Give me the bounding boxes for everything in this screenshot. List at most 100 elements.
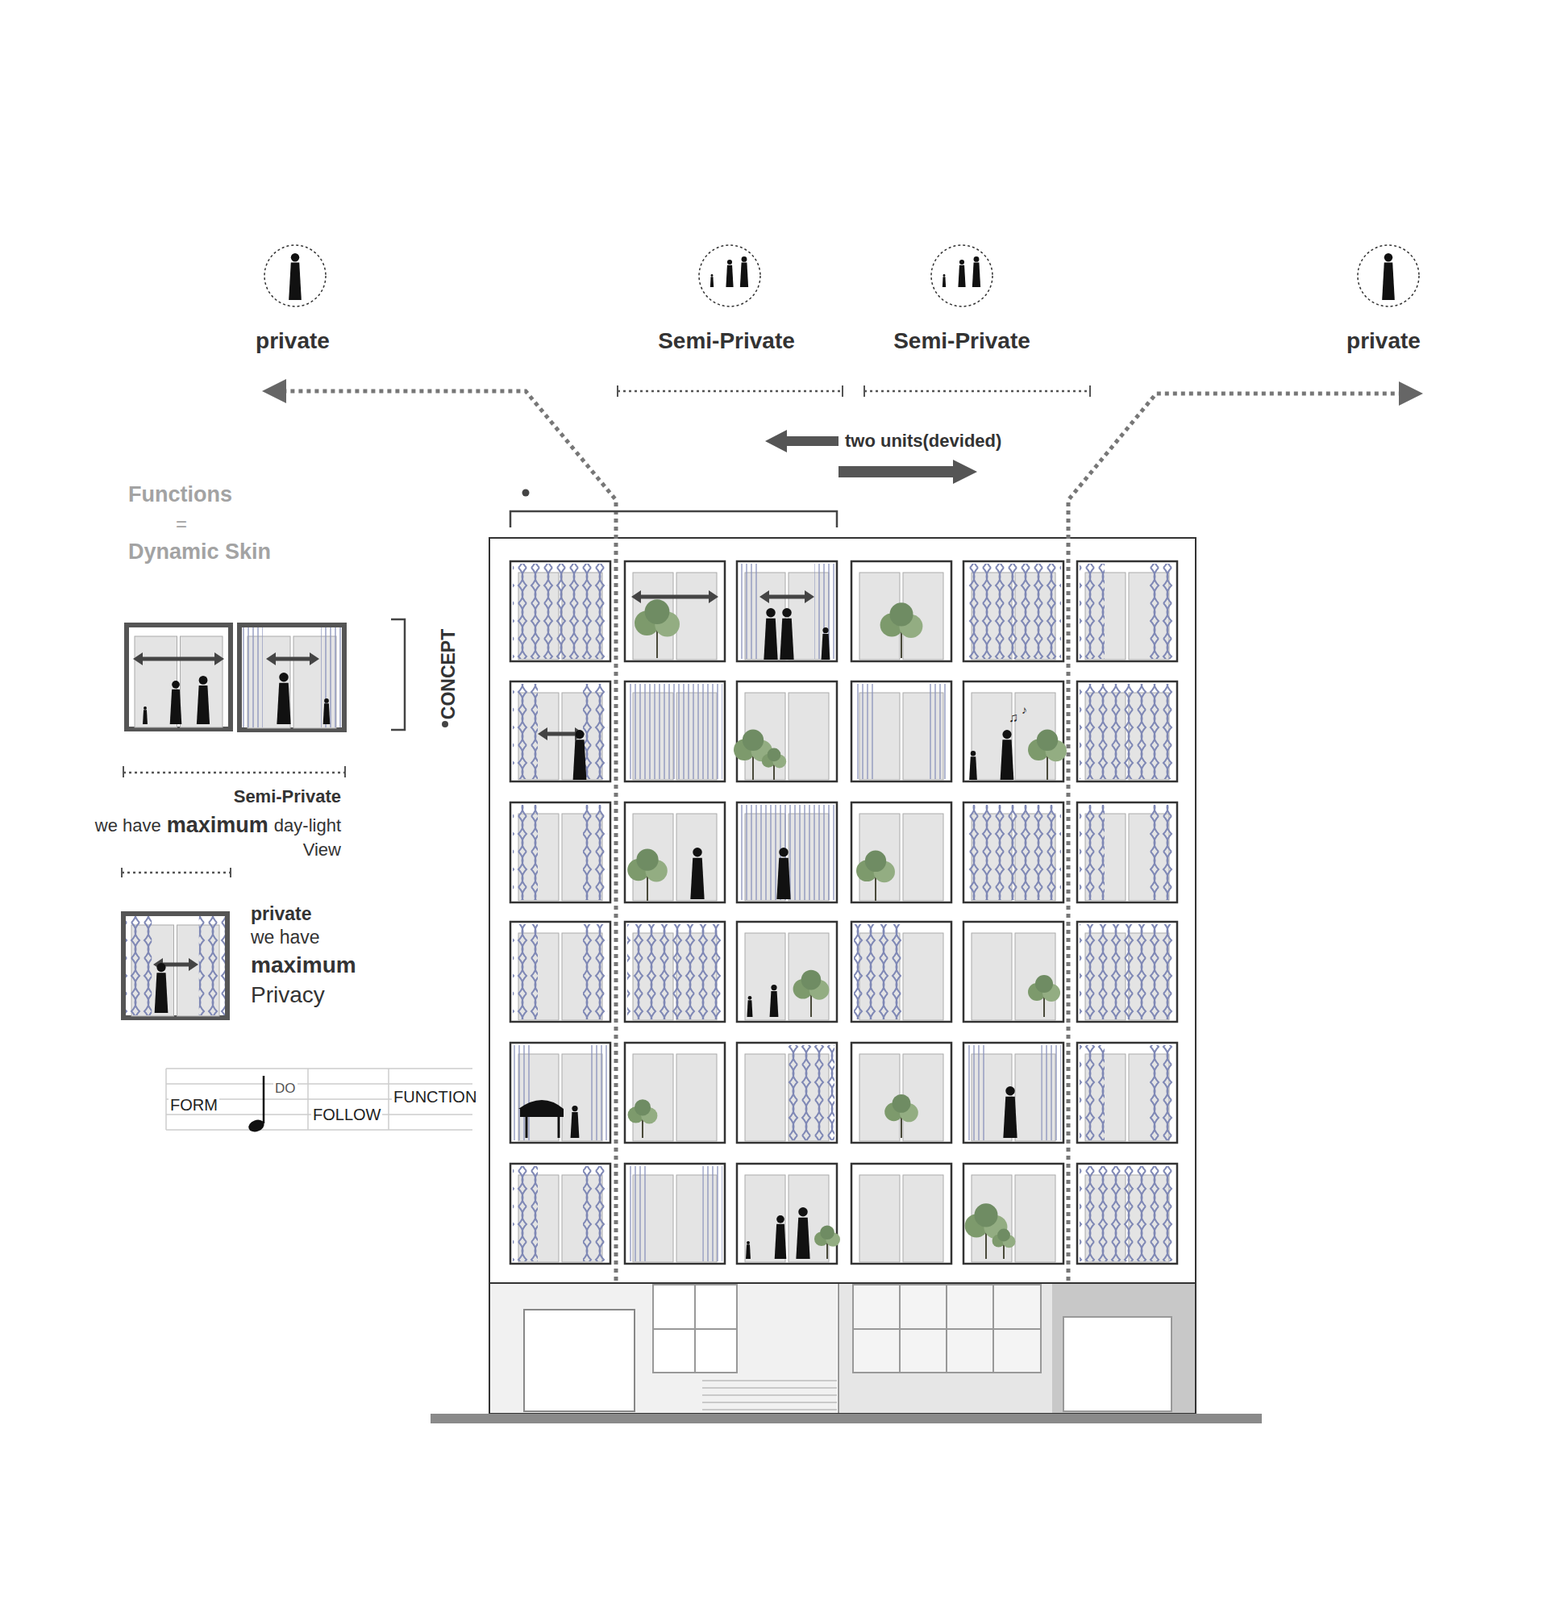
curtain-skin [627, 923, 723, 1020]
curtain-skin [125, 915, 152, 1016]
tree-foliage [865, 850, 887, 872]
tree-foliage [1036, 729, 1058, 751]
window-frame [736, 681, 837, 782]
description-emphasis: maximum [166, 813, 269, 838]
person-silhouette [746, 999, 753, 1017]
person-silhouette [171, 680, 180, 689]
tree-foliage [973, 1202, 998, 1227]
zone-label: Semi-Private [657, 328, 795, 354]
ground-line [430, 1413, 1262, 1424]
window-pane [632, 572, 674, 660]
slide-arrow [544, 732, 579, 737]
person-silhouette [822, 627, 829, 633]
curtain-skin [1079, 923, 1175, 1020]
motto-word: FORM [168, 1095, 220, 1114]
curtain-skin [1079, 563, 1105, 659]
window-frame [851, 561, 952, 662]
window-frame [851, 802, 952, 903]
curtain-skin [512, 804, 538, 900]
slide-arrow [188, 957, 199, 971]
person-silhouette [1384, 253, 1393, 262]
window-frame [963, 802, 1064, 903]
curtain-skin [853, 683, 874, 779]
window-frame [851, 921, 952, 1022]
window-frame [851, 1163, 952, 1264]
person-silhouette [170, 689, 183, 725]
curtain-skin [512, 563, 608, 659]
window-pane [744, 1053, 786, 1141]
tree-foliage [645, 599, 670, 625]
dynamic-skin-label: Dynamic Skin [128, 540, 271, 565]
window-pane [903, 932, 944, 1020]
slide-arrow [574, 727, 585, 741]
description-text: we have [95, 815, 162, 836]
window-frame [624, 921, 725, 1022]
slide-arrow [133, 652, 143, 666]
window-frame [123, 913, 228, 1018]
window-frame [510, 561, 611, 662]
units-note: two units(devided) [844, 431, 1002, 451]
window-frame [736, 1042, 837, 1143]
person-silhouette [1000, 739, 1015, 780]
person-silhouette [779, 618, 794, 660]
window-frame [239, 624, 345, 730]
person-silhouette [1002, 1096, 1017, 1138]
slide-arrow [765, 595, 808, 600]
person-silhouette [690, 857, 704, 899]
curtain-skin [320, 627, 342, 728]
curtain-skin [1079, 804, 1105, 900]
curtain-skin [512, 683, 538, 779]
curtain-skin [1079, 683, 1175, 779]
curtain-skin [582, 923, 608, 1020]
person-silhouette [323, 703, 331, 725]
curtain-skin [587, 1044, 608, 1141]
window-frame [1077, 1163, 1178, 1264]
user-icon-circle [1357, 245, 1419, 307]
drawing-stroke [702, 1394, 837, 1396]
person-silhouette [196, 685, 210, 725]
person-silhouette [143, 706, 147, 710]
window-frame [851, 1042, 952, 1143]
window-frame [963, 921, 1064, 1022]
window-pane [676, 813, 717, 901]
window-pane [903, 813, 944, 901]
person-silhouette [1002, 729, 1012, 739]
description-text: Privacy [250, 982, 325, 1008]
person-silhouette [746, 1240, 750, 1245]
person-silhouette [278, 672, 289, 683]
person-silhouette [798, 1206, 808, 1217]
zone-label: private [1346, 328, 1421, 354]
curtain-skin [1079, 1044, 1105, 1141]
window-pane [1015, 1174, 1056, 1262]
curtain-skin [1040, 1044, 1062, 1141]
person-silhouette [710, 276, 714, 288]
slide-arrow [214, 652, 225, 666]
window-frame [624, 1042, 725, 1143]
person-silhouette [288, 262, 302, 300]
window-pane [859, 813, 900, 901]
window-frame [1077, 802, 1178, 903]
person-silhouette [972, 262, 981, 288]
window-pane [788, 932, 829, 1020]
motto-note: DO [273, 1081, 298, 1097]
window-frame [963, 1163, 1064, 1264]
zone-label: Semi-Private [233, 786, 342, 807]
person-silhouette [692, 847, 703, 858]
tree-foliage [889, 602, 913, 626]
user-icon-circle [699, 245, 761, 307]
person-silhouette [763, 618, 778, 660]
person-silhouette [276, 682, 291, 725]
window-pane [180, 636, 224, 728]
piano-silhouette [520, 1108, 564, 1117]
window-frame [963, 1042, 1064, 1143]
description-text: we have [250, 927, 321, 948]
person-silhouette [776, 857, 791, 899]
tree-foliage [742, 729, 764, 751]
slide-arrow [804, 590, 815, 604]
person-silhouette [725, 265, 733, 288]
window-frame [736, 921, 837, 1022]
curtain-skin [965, 804, 1062, 900]
description-emphasis: maximum [250, 952, 357, 978]
slide-arrow [139, 657, 218, 662]
